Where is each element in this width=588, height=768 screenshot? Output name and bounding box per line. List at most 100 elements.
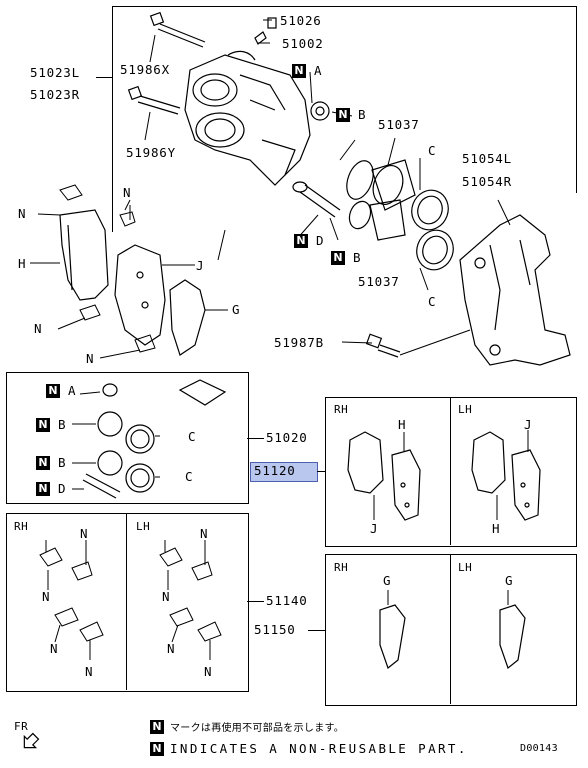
rh-label: RH (334, 561, 349, 574)
part-51150-label[interactable]: 51150 (254, 622, 296, 637)
legend-badge-jp: N (150, 720, 164, 734)
pad-set-frame (325, 397, 577, 547)
pad-j-drawing (114, 244, 166, 346)
bolt-51986x-drawing (149, 11, 206, 48)
letter-c-label: C (428, 143, 437, 158)
small-cap-51026-drawing (254, 17, 277, 45)
letter-d-label: D (316, 233, 325, 248)
letter-n-label: N (167, 641, 176, 656)
caliper-body-drawing (184, 50, 311, 186)
letter-n-label: N (18, 206, 27, 221)
pad-h-drawing (59, 209, 109, 301)
piston-seal-drawing (346, 159, 454, 271)
non-reusable-badge: N (36, 482, 50, 496)
letter-n-label: N (42, 589, 51, 604)
non-reusable-badge: N (294, 234, 308, 248)
shim-set-divider (450, 554, 451, 704)
letter-n-label: N (204, 664, 213, 679)
part-51037-label-top[interactable]: 51037 (378, 117, 420, 132)
bolt-51987b-drawing (365, 333, 401, 358)
non-reusable-badge: N (292, 64, 306, 78)
letter-n-label: N (123, 185, 132, 200)
letter-g-label: G (232, 302, 241, 317)
non-reusable-badge: N (46, 384, 60, 398)
letter-a-label: A (314, 63, 323, 78)
part-51986x-label[interactable]: 51986X (120, 62, 170, 77)
letter-h-label: H (18, 256, 27, 271)
lh-label: LH (458, 403, 473, 416)
legend-japanese-text: マークは再使用不可部品を示します。 (170, 723, 345, 734)
part-51023r-label[interactable]: 51023R (30, 87, 80, 102)
non-reusable-badge: N (331, 251, 345, 265)
letter-b-label: B (358, 107, 367, 122)
part-51986y-label[interactable]: 51986Y (126, 145, 176, 160)
seal-kit-drawing (82, 379, 227, 499)
letter-j-label: J (370, 521, 379, 536)
clip-set-51140-drawing (39, 547, 222, 642)
legend-badge-en: N (150, 742, 164, 756)
guide-pin-drawing (292, 181, 341, 218)
letter-n-label: N (86, 351, 95, 366)
letter-c-label: C (188, 429, 197, 444)
51023-leader (96, 77, 112, 78)
letter-n-label: N (34, 321, 43, 336)
lh-label: LH (136, 520, 151, 533)
non-reusable-badge: N (336, 108, 350, 122)
letter-n-label: N (50, 641, 59, 656)
bolt-51986y-drawing (127, 85, 181, 115)
letter-h-label: H (398, 417, 407, 432)
letter-g-label: G (383, 573, 392, 588)
part-51120-highlight[interactable] (250, 462, 318, 482)
part-51140-label[interactable]: 51140 (266, 593, 308, 608)
caliper-assembly-frame (112, 6, 577, 193)
51150-leader (308, 630, 325, 631)
clip-set-divider (126, 513, 127, 690)
shim-g-drawing (169, 279, 206, 356)
bracket-drawing (459, 214, 571, 366)
diagram-code: D00143 (520, 743, 558, 754)
shim-set-frame (325, 554, 577, 706)
letter-j-label: J (524, 417, 533, 432)
letter-n-label: N (80, 526, 89, 541)
legend-english-text: INDICATES A NON-REUSABLE PART. (170, 741, 468, 756)
part-51054r-label[interactable]: 51054R (462, 174, 512, 189)
non-reusable-badge: N (36, 418, 50, 432)
51020-leader (247, 438, 264, 439)
shim-set-51150-drawing (379, 604, 526, 669)
51120-leader (317, 471, 325, 472)
part-51987b-label[interactable]: 51987B (274, 335, 324, 350)
letter-b-label: B (353, 250, 362, 265)
rh-label: RH (14, 520, 29, 533)
lh-label: LH (458, 561, 473, 574)
clip-set-frame (6, 513, 249, 692)
part-51002-label[interactable]: 51002 (282, 36, 324, 51)
letter-b-label: B (58, 417, 67, 432)
letter-c-label: C (428, 294, 437, 309)
part-51054l-label[interactable]: 51054L (462, 151, 512, 166)
letter-b-label: B (58, 455, 67, 470)
nut-a-drawing (310, 101, 330, 121)
non-reusable-badge: N (36, 456, 50, 470)
letter-a-label: A (68, 383, 77, 398)
letter-h-label: H (492, 521, 501, 536)
letter-n-label: N (200, 526, 209, 541)
letter-c-label: C (185, 469, 194, 484)
letter-j-label: J (196, 258, 205, 273)
front-direction-label: FR (14, 720, 29, 733)
part-51020-label[interactable]: 51020 (266, 430, 308, 445)
part-51023l-label[interactable]: 51023L (30, 65, 80, 80)
letter-d-label: D (58, 481, 67, 496)
caliper-frame-left-extension (112, 192, 113, 232)
letter-n-label: N (85, 664, 94, 679)
clip-n-drawing (59, 184, 156, 353)
fr-arrow-drawing (23, 732, 40, 749)
letter-g-label: G (505, 573, 514, 588)
part-51120-label[interactable]: 51120 (254, 463, 296, 478)
pad-set-divider (450, 397, 451, 545)
pad-set-51120-drawing (347, 431, 541, 521)
rh-label: RH (334, 403, 349, 416)
part-51026-label[interactable]: 51026 (280, 13, 322, 28)
part-51037-label-bottom[interactable]: 51037 (358, 274, 400, 289)
51140-leader (247, 601, 264, 602)
